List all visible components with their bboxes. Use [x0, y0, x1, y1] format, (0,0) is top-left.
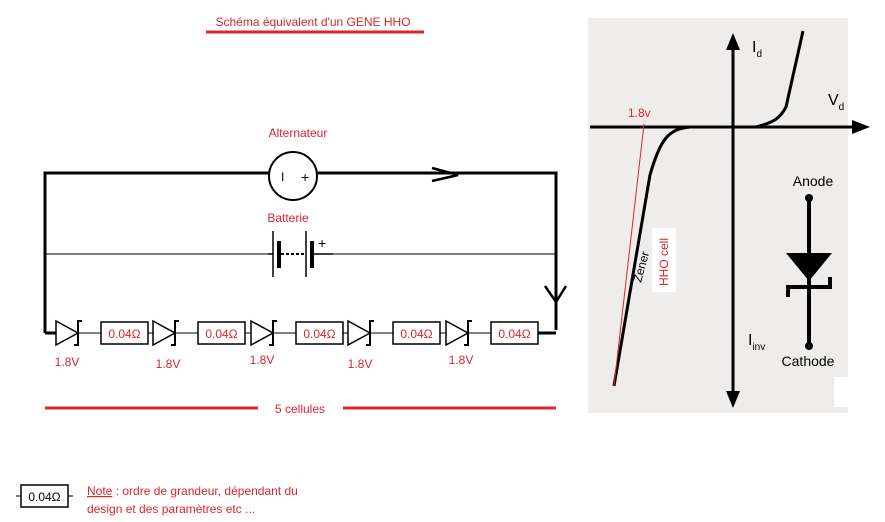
- circuit-wires: [43, 166, 568, 333]
- battery-icon: +: [268, 231, 333, 277]
- resistor-value: 0.04Ω: [498, 327, 530, 341]
- cell-voltage-label: 1.8V: [156, 357, 181, 371]
- svg-text:1.8v: 1.8v: [628, 106, 651, 120]
- resistor: 0.04Ω: [392, 321, 441, 345]
- resistor: 0.04Ω: [490, 321, 539, 345]
- zener-diode-icon: [786, 194, 832, 350]
- resistor-value: 0.04Ω: [205, 327, 237, 341]
- iv-characteristic-graph: 1.8v HHO cell Zener Id Vd Iinv Anode Cat…: [588, 18, 870, 413]
- resistor-value: 0.04Ω: [108, 327, 140, 341]
- zener-diode-icon: [445, 319, 491, 347]
- zener-diode-icon: [250, 319, 296, 347]
- resistor-value: 0.04Ω: [400, 327, 432, 341]
- svg-text:+: +: [318, 235, 326, 251]
- resistor: 0.04Ω: [100, 321, 149, 345]
- cell-voltage-label: 1.8V: [55, 355, 80, 369]
- resistor-value: 0.04Ω: [303, 327, 335, 341]
- vd-label: Vd: [828, 92, 844, 113]
- zener-diode-icon: [152, 319, 198, 347]
- note-resistor: 0.04Ω: [16, 484, 73, 508]
- svg-text:I: I: [281, 170, 284, 184]
- iinv-label: Iinv: [748, 332, 765, 353]
- note-heading: Note: [87, 484, 113, 498]
- anode-label: Anode: [793, 173, 834, 189]
- cathode-label: Cathode: [782, 353, 835, 369]
- cell-voltage-label: 1.8V: [348, 357, 373, 371]
- hho-cell-label: HHO cell: [657, 238, 671, 286]
- resistor: 0.04Ω: [197, 321, 246, 345]
- battery-label: Batterie: [267, 211, 309, 225]
- svg-text:0.04Ω: 0.04Ω: [28, 490, 60, 504]
- alternator-icon: I +: [268, 151, 318, 201]
- cells-count-label: 5 cellules: [275, 402, 325, 416]
- zener-diode-icon: [55, 319, 101, 347]
- reverse-curve: [612, 125, 720, 387]
- cells-series: 0.04Ω 1.8V 0.04Ω 1.8V 0.04Ω 1.8V 0.04Ω: [45, 319, 556, 371]
- cell-voltage-label: 1.8V: [250, 353, 275, 367]
- forward-curve: [755, 30, 805, 129]
- svg-text:+: +: [301, 169, 309, 185]
- hho-cell-line: [613, 123, 645, 387]
- current-arrow-down: [543, 285, 568, 305]
- cell-voltage-label: 1.8V: [449, 353, 474, 367]
- diagram-title: Schéma équivalent d'un GENE HHO: [215, 15, 410, 29]
- id-label: Id: [752, 39, 762, 60]
- note-text-line1: Note : ordre de grandeur, dépendant du: [87, 484, 298, 498]
- zener-diode-icon: [347, 319, 393, 347]
- alternator-label: Alternateur: [269, 126, 328, 140]
- resistor: 0.04Ω: [295, 321, 344, 345]
- note-text-line2: design et des paramètres etc ...: [87, 502, 255, 516]
- current-arrow-right: [431, 166, 459, 183]
